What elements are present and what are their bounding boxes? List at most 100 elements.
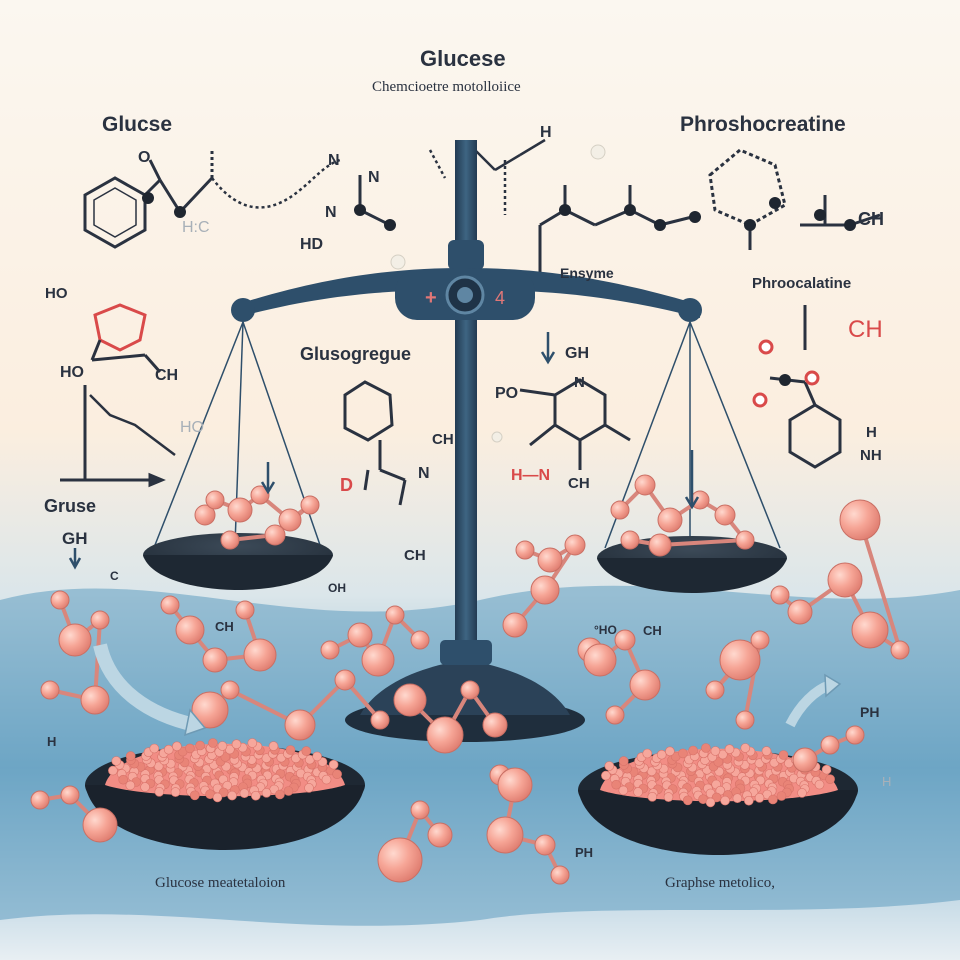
atom-ball — [80, 685, 110, 715]
grain — [304, 783, 314, 793]
chem-ch-big: CH — [848, 316, 883, 343]
grain — [261, 787, 272, 798]
grain — [170, 787, 181, 797]
atom-ball — [90, 610, 110, 630]
title-top: Glucese — [420, 46, 506, 71]
grain — [275, 789, 285, 800]
grain — [328, 759, 339, 770]
label-enzyme: Ensyme — [560, 265, 614, 281]
chem-ch-center: CH — [568, 475, 590, 492]
chem-c-left: C — [110, 569, 119, 583]
chem-h-right: H — [866, 424, 877, 441]
grain — [720, 795, 730, 806]
atom-ball — [537, 547, 563, 573]
chem-n3: N — [325, 204, 337, 221]
atom-ball — [50, 590, 70, 610]
molecule-atoms — [30, 474, 910, 885]
atom-ball — [82, 807, 118, 843]
atom-ball — [515, 540, 535, 560]
chem-nh-right: NH — [860, 447, 882, 464]
label-phosphocreatine: Phroshocreatine — [680, 113, 846, 136]
grain — [821, 764, 832, 775]
atom-ball — [300, 495, 320, 515]
grain — [195, 740, 205, 751]
atom-ball — [175, 615, 205, 645]
grain — [312, 751, 322, 762]
grain — [618, 756, 629, 766]
atom-ball — [648, 533, 672, 557]
atom-ball — [58, 623, 92, 657]
atom-ball — [550, 865, 570, 885]
atom-ball — [583, 643, 617, 677]
atom-ball — [385, 605, 405, 625]
grain — [239, 788, 250, 799]
grain — [217, 741, 228, 751]
chem-o-hc: HO — [180, 419, 204, 436]
grain — [125, 780, 136, 791]
chem-h-faint-right: H — [882, 774, 892, 789]
ring-center — [343, 380, 407, 506]
red-oxygen-nodes — [752, 339, 820, 408]
grain — [208, 738, 218, 748]
atom-ball — [770, 585, 790, 605]
subtitle-top: Chemcioetre motolloiice — [372, 79, 521, 95]
node-dark — [779, 374, 791, 386]
chem-n-center: N — [574, 374, 585, 391]
chem-oh-scatter: OH — [328, 581, 346, 595]
grain — [710, 746, 721, 756]
grain — [754, 792, 765, 803]
grain — [268, 741, 279, 751]
chem-h-top: H — [540, 124, 552, 141]
atom-ball — [235, 600, 255, 620]
label-glusogregue: Glusogregue — [300, 344, 412, 364]
grain — [776, 791, 787, 801]
chem-n-mid: N — [418, 465, 430, 482]
label-glucose-metabolism: Glucose meatetaloion — [155, 875, 286, 891]
curved-arrow-right — [785, 673, 842, 728]
atom-ball — [160, 595, 180, 615]
atom-ball — [460, 680, 480, 700]
atom-ball — [334, 669, 356, 691]
atom-ball — [735, 710, 755, 730]
atom-ball — [347, 622, 373, 648]
label-gruse: Gruse — [44, 496, 97, 516]
grain — [647, 791, 658, 802]
chem-ch-mid-right: CH — [404, 547, 426, 564]
atom-ball — [851, 611, 889, 649]
atom-ball — [634, 474, 656, 496]
atom-ball — [264, 524, 286, 546]
atom-ball — [284, 709, 316, 741]
grain — [212, 792, 223, 803]
grain — [111, 756, 122, 766]
atom-ball — [220, 530, 240, 550]
atom-ball — [60, 785, 80, 805]
atom-ball — [40, 680, 60, 700]
atom-ball — [227, 497, 253, 523]
atom-ball — [243, 638, 277, 672]
chem-o1: O — [138, 149, 151, 166]
atom-ball — [620, 530, 640, 550]
label-phroscalatine: Phroocalatine — [752, 275, 852, 292]
chem-gh-center: GH — [565, 345, 589, 362]
atom-ball — [719, 639, 761, 681]
grain — [665, 746, 675, 757]
grain — [743, 795, 754, 806]
atom-ball — [202, 647, 228, 673]
chem-ph-bottom: PH — [575, 845, 594, 860]
grain — [814, 779, 825, 790]
atom-ball — [629, 669, 661, 701]
grain-clusters — [108, 738, 835, 808]
atom-ball — [278, 508, 302, 532]
grain — [601, 770, 611, 781]
atom-ball — [30, 790, 50, 810]
chem-ch-scatter: CH — [215, 619, 234, 634]
chem-pho-label: °HO — [594, 623, 617, 637]
atom-ball — [410, 630, 430, 650]
chem-ch-scatter2: CH — [643, 623, 662, 638]
atom-ball — [426, 716, 464, 754]
grain — [663, 792, 674, 802]
grain — [283, 786, 294, 796]
atom-ball — [605, 705, 625, 725]
grain — [611, 779, 622, 790]
